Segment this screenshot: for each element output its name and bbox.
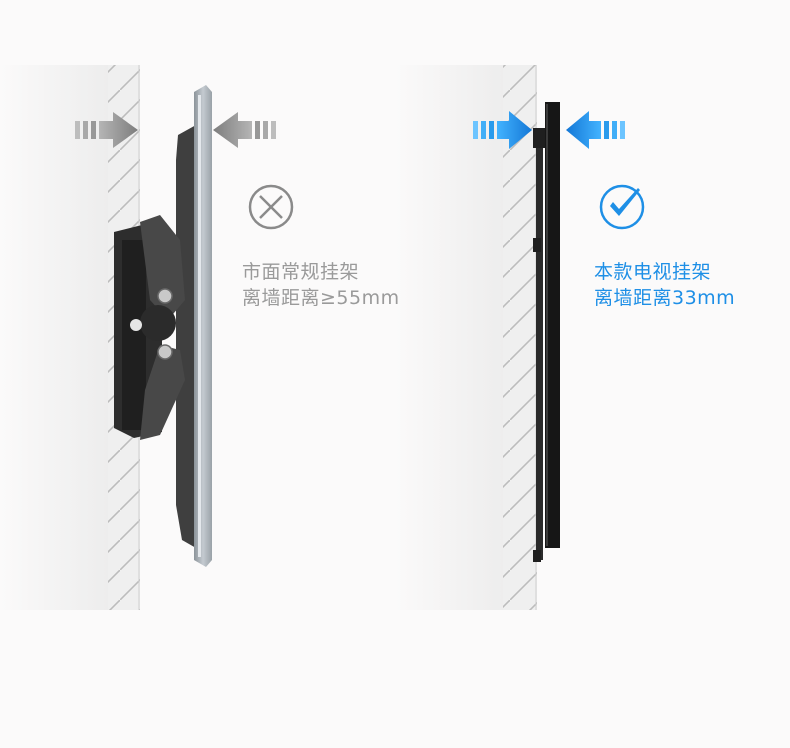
gray-arrow-left-icon bbox=[213, 112, 276, 148]
blue-arrow-left-icon bbox=[566, 111, 625, 149]
slim-bracket-caption: 本款电视挂架 离墙距离33mm bbox=[594, 259, 735, 311]
conventional-bracket-caption: 市面常规挂架 离墙距离≥55mm bbox=[242, 259, 400, 311]
blue-arrow-right-icon bbox=[473, 111, 532, 149]
caption-distance: 离墙距离≥55mm bbox=[242, 287, 400, 309]
gray-arrow-right-icon bbox=[75, 112, 138, 148]
right-gap-arrows bbox=[473, 111, 625, 149]
caption-distance: 离墙距离33mm bbox=[594, 287, 736, 309]
left-gap-arrows bbox=[75, 112, 276, 148]
check-circle-icon bbox=[599, 184, 645, 230]
caption-title: 市面常规挂架 bbox=[242, 261, 360, 283]
right-wall bbox=[395, 65, 537, 610]
cross-circle-icon bbox=[248, 184, 294, 230]
slim-bracket bbox=[533, 102, 560, 562]
caption-title: 本款电视挂架 bbox=[594, 261, 712, 283]
conventional-bracket bbox=[114, 85, 212, 567]
